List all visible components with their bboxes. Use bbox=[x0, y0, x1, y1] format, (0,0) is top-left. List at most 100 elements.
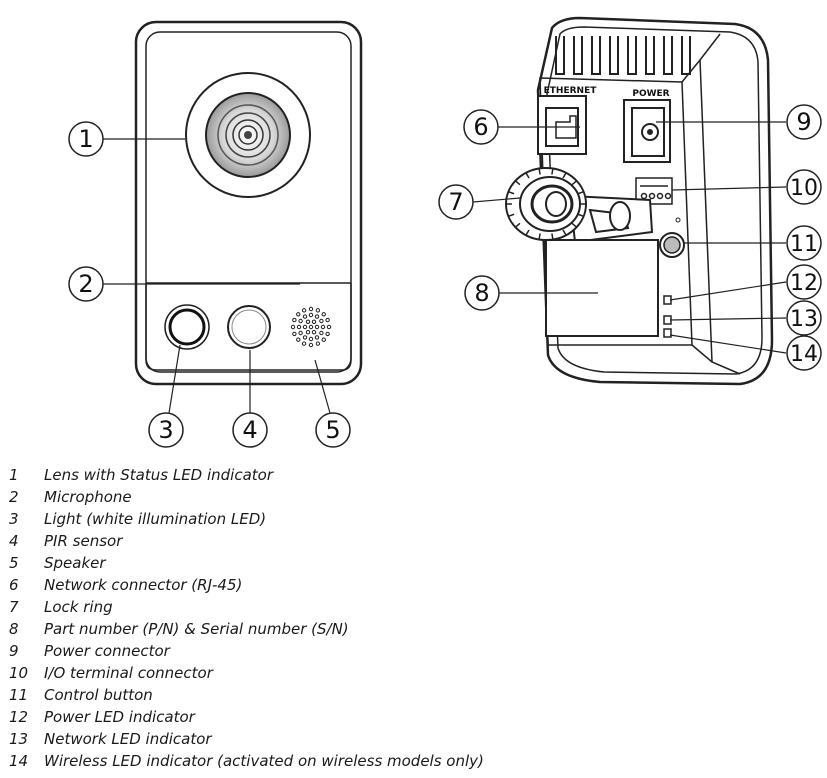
legend-description: Microphone bbox=[44, 488, 132, 506]
camera-front-view bbox=[134, 20, 363, 386]
legend-item: 4 PIR sensor bbox=[0, 532, 827, 554]
legend-description: Lens with Status LED indicator bbox=[44, 466, 274, 484]
legend-description: I/O terminal connector bbox=[44, 664, 213, 682]
product-label bbox=[545, 239, 659, 337]
speaker-hole bbox=[321, 337, 326, 342]
speaker-hole bbox=[320, 324, 326, 330]
lock-ring-tooth bbox=[577, 190, 584, 195]
callout-circle bbox=[68, 266, 104, 302]
callout-circle bbox=[786, 300, 822, 336]
callout-number: 9 bbox=[796, 108, 811, 136]
speaker-hole bbox=[302, 335, 308, 340]
vent-fin bbox=[555, 36, 565, 75]
legend-description: PIR sensor bbox=[44, 532, 123, 550]
speaker-hole bbox=[308, 306, 314, 312]
legend-number: 10 bbox=[9, 664, 29, 682]
speaker-grille bbox=[290, 306, 332, 348]
speaker-hole bbox=[290, 324, 296, 330]
lock-ring-tooth bbox=[514, 222, 521, 228]
callout-number: 8 bbox=[474, 279, 489, 307]
callout-circle bbox=[786, 225, 822, 261]
vent-fin bbox=[645, 36, 655, 75]
speaker-hole bbox=[298, 318, 303, 324]
callout-number: 6 bbox=[473, 113, 488, 141]
speaker-hole bbox=[296, 337, 301, 342]
power-label: POWER bbox=[632, 89, 669, 99]
speaker-hole bbox=[311, 329, 317, 335]
camera-diagram: ETHERNET POWER bbox=[68, 16, 822, 448]
speaker-hole bbox=[298, 330, 303, 336]
lens bbox=[185, 72, 311, 198]
speaker-hole bbox=[302, 314, 308, 319]
legend-description: Wireless LED indicator (activated on wir… bbox=[44, 752, 484, 770]
vent-fin bbox=[663, 36, 673, 75]
speaker-hole bbox=[308, 336, 314, 342]
legend-description: Speaker bbox=[44, 554, 106, 572]
speaker-hole bbox=[315, 308, 321, 313]
vent-fin bbox=[627, 36, 637, 75]
lock-ring-tooth bbox=[571, 222, 578, 228]
legend-description: Lock ring bbox=[44, 598, 113, 616]
speaker-hole bbox=[325, 331, 330, 337]
legend-item: 14 Wireless LED indicator (activated on w… bbox=[0, 752, 827, 774]
speaker-hole bbox=[301, 341, 307, 346]
lock-ring-tooth bbox=[562, 172, 567, 179]
lock-ring-tooth bbox=[514, 180, 521, 186]
speaker-hole bbox=[305, 319, 311, 325]
callout-circle bbox=[463, 109, 499, 145]
speaker-hole bbox=[314, 314, 320, 319]
callout-circle bbox=[315, 412, 351, 448]
vent-fins bbox=[555, 36, 691, 75]
wireless-led bbox=[663, 328, 672, 338]
legend-number: 3 bbox=[9, 510, 19, 528]
power-led bbox=[663, 295, 672, 305]
legend-description: Power LED indicator bbox=[44, 708, 195, 726]
legend-number: 4 bbox=[9, 532, 19, 550]
legend-number: 13 bbox=[9, 730, 29, 748]
speaker-hole bbox=[314, 324, 320, 330]
callout-circle bbox=[148, 412, 184, 448]
legend-number: 14 bbox=[9, 752, 29, 770]
lock-ring-tooth bbox=[538, 233, 541, 240]
speaker-hole bbox=[308, 324, 314, 330]
vent-fin bbox=[609, 36, 619, 75]
callout-number: 4 bbox=[242, 416, 257, 444]
control-button bbox=[659, 217, 685, 258]
callout-number: 13 bbox=[790, 307, 818, 332]
speaker-hole bbox=[315, 341, 321, 346]
ethernet-port bbox=[537, 95, 587, 155]
callout-number: 1 bbox=[78, 125, 93, 153]
callout-circle bbox=[68, 121, 104, 157]
lock-ring-tooth bbox=[538, 168, 541, 175]
legend-description: Power connector bbox=[44, 642, 170, 660]
vent-fin bbox=[591, 36, 601, 75]
legend-description: Network connector (RJ-45) bbox=[44, 576, 243, 594]
speaker-hole bbox=[308, 312, 314, 318]
callout-circle bbox=[786, 335, 822, 371]
speaker-hole bbox=[292, 331, 297, 337]
legend-description: Part number (P/N) & Serial number (S/N) bbox=[44, 620, 349, 638]
lock-ring-tooth bbox=[508, 213, 515, 218]
lock-ring-teeth bbox=[506, 168, 586, 240]
speaker-hole bbox=[325, 317, 330, 323]
callout-circle bbox=[786, 104, 822, 140]
legend-number: 6 bbox=[9, 576, 19, 594]
callout-circle bbox=[438, 184, 474, 220]
speaker-hole bbox=[302, 324, 308, 330]
callout-number: 5 bbox=[325, 416, 340, 444]
lock-ring-tooth bbox=[571, 180, 578, 186]
power-port bbox=[623, 99, 671, 163]
speaker-hole bbox=[319, 330, 324, 336]
speaker-hole bbox=[292, 317, 297, 323]
legend-item: 6 Network connector (RJ-45) bbox=[0, 576, 827, 598]
lock-ring-tooth bbox=[525, 172, 530, 179]
speaker-hole bbox=[311, 319, 317, 325]
speaker-hole bbox=[296, 324, 302, 330]
